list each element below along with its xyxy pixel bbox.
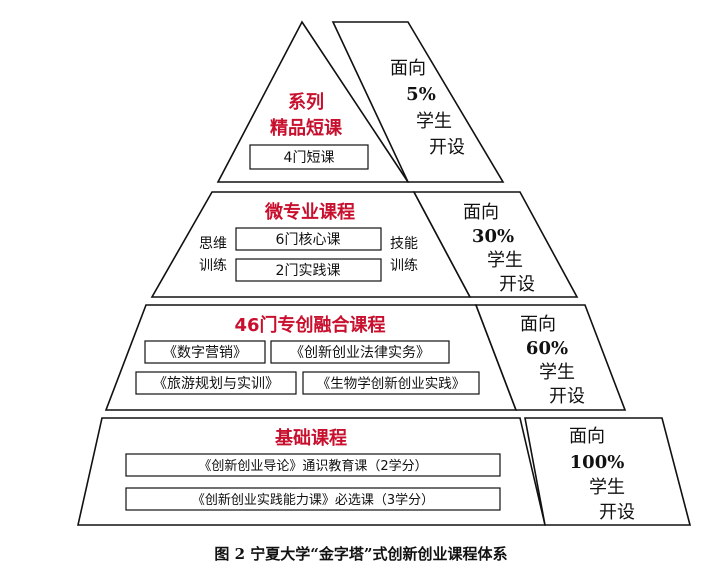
tier-1-title-line1: 系列 [288, 92, 324, 113]
audience-3-percent: 60% [526, 338, 568, 359]
tier-2-box-2 [235, 258, 382, 282]
audience-1-shape [331, 21, 505, 183]
audience-2-line3: 学生 [487, 250, 523, 271]
tier-4-box-2-text: 《创新创业实践能力课》必选课（3学分） [192, 492, 434, 508]
tier-4-box-2 [125, 487, 501, 511]
tier-4-box-1 [125, 453, 501, 477]
tier-2-box-1-text: 6门核心课 [276, 232, 341, 248]
tier-2-right-label-line2: 训练 [390, 258, 418, 274]
tier-3-title: 46门专创融合课程 [234, 314, 385, 336]
tier-1-shape [216, 20, 410, 183]
figure-caption: 图 2 宁夏大学“金字塔”式创新创业课程体系 [214, 545, 508, 563]
audience-3-line1: 面向 [520, 314, 556, 335]
audience-4-line1: 面向 [569, 426, 605, 447]
tier-3-box-4-text: 《生物学创新创业实践》 [317, 376, 466, 392]
tier-3-box-2-text: 《创新创业法律实务》 [290, 345, 430, 361]
audience-1-percent: 5% [406, 84, 436, 105]
audience-4-line4: 开设 [599, 502, 635, 523]
audience-3-line3: 学生 [539, 362, 575, 383]
tier-3-box-3-text: 《旅游规划与实训》 [153, 376, 279, 392]
audience-2-line4: 开设 [499, 274, 535, 295]
tier-2-box-2-text: 2门实践课 [276, 263, 341, 279]
tier-4-box-1-text: 《创新创业导论》通识教育课（2学分） [198, 458, 427, 474]
audience-1-line3: 学生 [416, 111, 452, 132]
tier-2-left-label-line1: 思维 [199, 236, 227, 252]
audience-1-line4: 开设 [429, 137, 465, 158]
audience-2-shape [412, 191, 579, 298]
tier-2-left-label-line2: 训练 [199, 258, 227, 274]
audience-2-line1: 面向 [463, 202, 499, 223]
audience-2-percent: 30% [472, 226, 514, 247]
tier-1-box-text: 4门短课 [284, 150, 335, 166]
audience-3-shape [474, 304, 627, 411]
tier-3-box-4 [302, 371, 480, 395]
audience-4-percent: 100% [570, 452, 625, 473]
tier-1-title-line2: 精品短课 [270, 117, 343, 139]
tier-3-box-1 [144, 340, 266, 364]
tier-1-box [249, 144, 369, 170]
audience-1-line1: 面向 [390, 58, 426, 79]
tier-2-title: 微专业课程 [264, 201, 355, 223]
tier-2-box-1 [235, 227, 382, 251]
audience-3-line4: 开设 [549, 386, 585, 407]
tier-3-box-2 [270, 340, 450, 364]
tier-3-box-3 [135, 371, 297, 395]
audience-4-shape [524, 417, 692, 526]
audience-4-line3: 学生 [589, 477, 625, 498]
tier-2-right-label-line1: 技能 [390, 236, 418, 252]
tier-3-box-1-text: 《数字营销》 [163, 345, 247, 361]
tier-4-title: 基础课程 [274, 427, 347, 449]
